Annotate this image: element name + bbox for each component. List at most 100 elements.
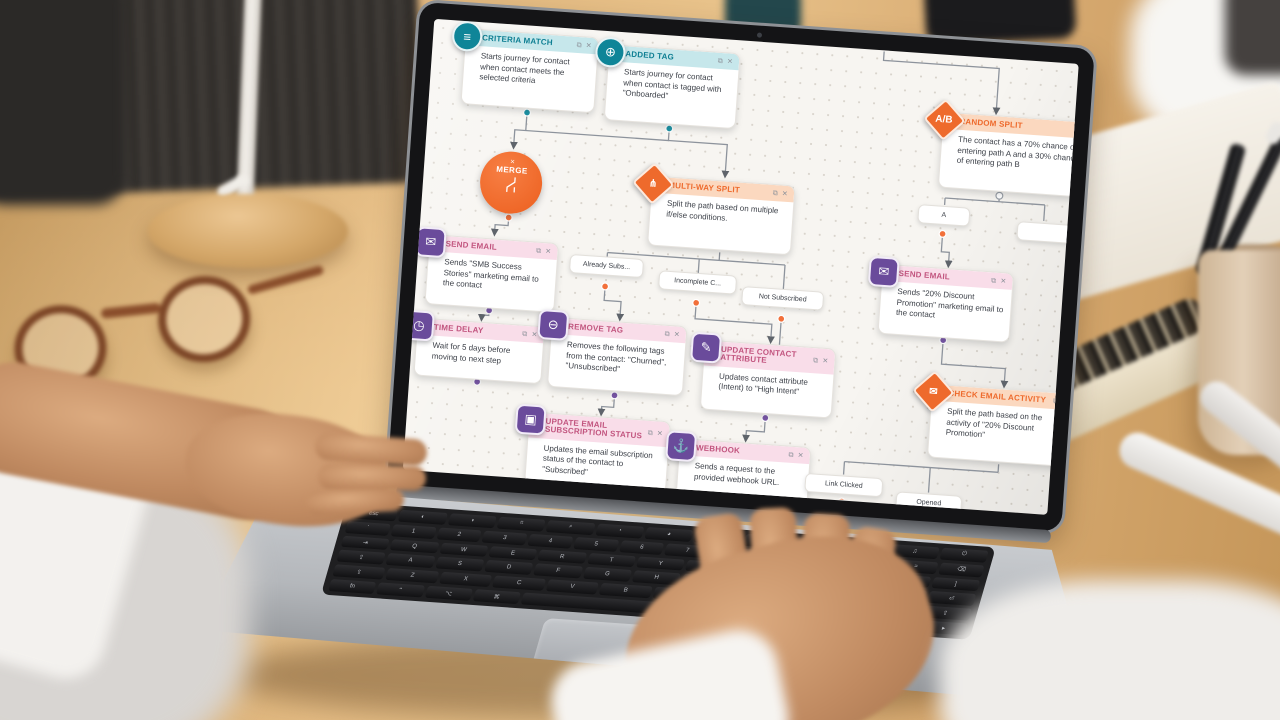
node-title: UPDATE EMAIL SUBSCRIPTION STATUS [544,416,643,441]
keyboard-key: ◕ [644,527,694,542]
close-icon[interactable]: ✕ [1061,398,1069,406]
keyboard-key: ◑ [447,513,497,528]
keyboard-key: 4 [527,534,573,549]
keyboard-key: ⇥ [341,536,391,551]
lamp-wooden-base [148,194,348,268]
keyboard-key: ⌕ [546,520,596,535]
node-title: CRITERIA MATCH [481,33,554,48]
node-remove-tag[interactable]: ⊖REMOVE TAG ⧉✕ Removes the following tags … [537,308,688,397]
keyboard-key: T [587,553,637,568]
branch-chip-opened[interactable]: Opened [895,491,963,515]
laptop: ≡CRITERIA MATCH⧉✕Starts journey for cont… [177,0,1153,720]
branch-chip-path-a[interactable]: A [917,204,971,227]
node-title: WEBHOOK [695,443,741,456]
keyboard-key: C [492,576,546,591]
edit-icon[interactable]: ⧉ [812,356,819,365]
edit-icon[interactable]: ⧉ [990,276,997,285]
edit-icon[interactable]: ⧉ [647,429,654,437]
node-description: Split the path based on the activity of … [945,407,1043,440]
edit-icon[interactable]: ⧉ [1052,397,1059,405]
edit-icon[interactable]: ⧉ [788,451,794,459]
keyboard-key: fn [328,579,376,594]
dark-corner-object [0,0,125,205]
close-icon[interactable]: ✕ [673,330,681,339]
node-title: REMOVE TAG [567,321,624,335]
edit-icon[interactable]: ⧉ [535,247,542,255]
keyboard-key: ⌃ [376,583,424,598]
node-title: MULTI-WAY SPLIT [667,180,741,195]
anchor-icon: ⚓ [665,430,698,463]
keyboard-key: W [439,542,489,557]
close-icon[interactable]: ✕ [545,247,552,256]
keyboard-key: 2 [436,527,482,542]
keyboard-key: Z [386,568,440,583]
keyboard-key: F [533,564,583,579]
keyboard-key: B [599,583,653,598]
node-title: TIME DELAY [433,322,484,336]
keyboard-key: ⇧ [332,565,386,580]
node-description: Starts journey for contact when contact … [622,67,722,101]
node-time-delay[interactable]: ◷TIME DELAY⧉✕Wait for 5 days before movi… [402,309,546,385]
workflow-canvas[interactable]: ≡CRITERIA MATCH⧉✕Starts journey for cont… [402,20,1079,515]
node-criteria-match[interactable]: ≡CRITERIA MATCH⧉✕Starts journey for cont… [451,20,600,114]
keyboard-key: 5 [573,537,619,552]
keyboard-key: ⏎ [927,591,977,606]
keyboard-key: ⌫ [938,562,984,577]
subscription-icon: ▣ [514,403,547,436]
edit-icon[interactable]: ⧉ [664,330,671,338]
email-icon: ✉ [414,226,447,259]
keyboard-key: ◔ [595,524,645,539]
keyboard-key: E [488,546,538,561]
node-title: ADDED TAG [625,49,675,62]
clock-icon: ◷ [402,309,435,342]
merge-icon: ⌥ [502,175,521,194]
edit-icon[interactable]: ⧉ [522,330,528,338]
node-update-contact-attribute[interactable]: ✎UPDATE CONTACT ATTRIBUTE⧉✕Updates conta… [690,331,837,419]
node-description: Removes the following tags from the cont… [565,340,667,374]
edit-icon[interactable]: ⧉ [772,189,779,197]
keyboard-key: 1 [390,524,436,539]
node-check-email-activity[interactable]: ✉CHECK EMAIL ACTIVITY⧉✕Split the path ba… [912,370,1076,468]
keyboard-key: ⇪ [336,550,386,565]
close-icon[interactable]: ✕ [726,57,734,66]
close-icon[interactable]: ✕ [781,190,789,198]
keyboard-key: ◐ [398,510,448,525]
node-added-tag[interactable]: ⊕ADDED TAG⧉✕Starts journey for contact w… [594,36,741,130]
keyboard-key: Q [390,539,440,554]
node-multi-way-split[interactable]: ⋔MULTI-WAY SPLIT⧉✕Split the path based o… [632,162,796,256]
node-send-email-1[interactable]: ✉SEND EMAIL⧉✕Sends "SMB Success Stories"… [414,226,559,313]
connector-lines [473,51,1046,506]
glasses-bridge [100,302,162,319]
left-finger [317,464,427,491]
close-icon[interactable]: ✕ [797,451,805,460]
keyboard-key: 3 [482,531,528,546]
node-description: The contact has a 70% chance of entering… [956,135,1079,170]
right-sleeve-blur [940,580,1280,720]
email-icon: ✉ [867,255,900,288]
close-icon[interactable]: ✕ [1000,277,1007,285]
tag-remove-icon: ⊖ [537,308,570,341]
keyboard-key: ] [931,577,981,592]
close-icon[interactable]: ✕ [585,42,593,50]
branch-chip-path-b[interactable] [1016,221,1074,244]
keyboard-key: ` [345,521,391,536]
keyboard-key: S [435,557,485,572]
node-webhook[interactable]: ⚓WEBHOOK⧉✕Sends a request to the provide… [665,430,812,512]
node-description: Starts journey for contact when contact … [479,51,570,86]
close-icon[interactable]: ✕ [656,430,664,438]
edit-icon[interactable]: ⧉ [576,41,583,49]
close-icon[interactable]: ✕ [822,357,829,365]
node-title: UPDATE CONTACT ATTRIBUTE [720,344,797,366]
edit-icon[interactable]: ⧉ [1073,126,1079,134]
node-description: Sends "SMB Success Stories" marketing em… [442,257,540,291]
node-send-email-2[interactable]: ✉SEND EMAIL⧉✕Sends "20% Discount Promoti… [867,255,1015,343]
contact-edit-icon: ✎ [690,331,723,364]
keyboard-key: D [484,560,534,575]
node-update-email-subscription-status[interactable]: ▣UPDATE EMAIL SUBSCRIPTION STATUS⧉✕Updat… [514,403,671,494]
edit-icon[interactable]: ⧉ [717,57,724,65]
keyboard-key: R [537,549,587,564]
keyboard-key: G [582,567,632,582]
node-description: Sends "20% Discount Promotion" marketing… [895,287,1004,320]
